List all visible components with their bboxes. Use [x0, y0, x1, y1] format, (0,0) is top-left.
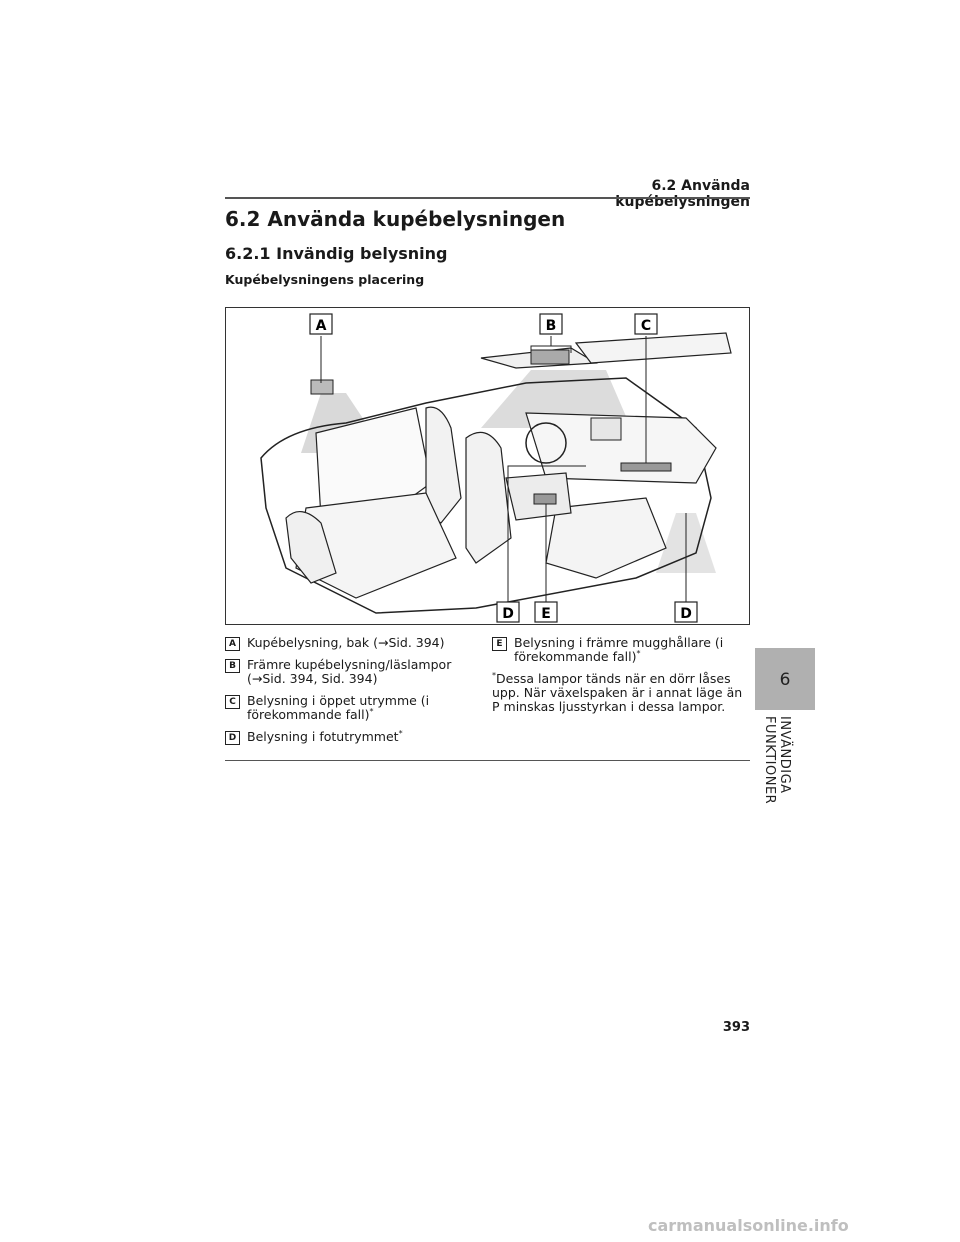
legend-right: E Belysning i främre mugghållare (i före…	[492, 636, 752, 714]
legend-badge: B	[225, 659, 240, 673]
footnote-text: Dessa lampor tänds när en dörr låses upp…	[492, 671, 743, 714]
callout-d-left: D	[502, 606, 514, 622]
bottom-divider	[225, 760, 750, 761]
legend-left: A Kupébelysning, bak (→Sid. 394) B Främr…	[225, 636, 475, 752]
driver-seat-back	[425, 406, 462, 524]
legend-text: Belysning i fotutrymmet	[247, 729, 399, 744]
legend-badge: D	[225, 731, 240, 745]
chapter-label: INVÄNDIGA FUNKTIONER	[762, 716, 792, 805]
watermark: carmanualsonline.info	[648, 1216, 849, 1235]
footnote: *Dessa lampor tänds när en dörr låses up…	[492, 670, 752, 714]
callout-c: C	[641, 318, 651, 334]
figure-heading: Kupébelysningens placering	[225, 272, 425, 287]
car-interior-illustration: A B C D E D	[260, 313, 732, 623]
section-title: 6.2 Använda kupébelysningen	[225, 207, 566, 231]
asterisk: *	[636, 648, 641, 658]
sun-visor	[574, 332, 732, 364]
legend-item-d: D Belysning i fotutrymmet*	[225, 728, 475, 745]
page-number: 393	[722, 1020, 750, 1035]
car-body-outline	[260, 377, 712, 614]
subsection-title: 6.2.1 Invändig belysning	[225, 244, 448, 263]
steering-wheel	[525, 422, 567, 464]
cupholder-lamp	[533, 493, 557, 505]
callout-a: A	[316, 318, 327, 334]
legend-badge: E	[492, 637, 507, 651]
chapter-number: 6	[779, 670, 791, 690]
callout-e: E	[541, 606, 551, 622]
running-header: 6.2 Använda kupébelysningen	[615, 178, 750, 210]
legend-item-a: A Kupébelysning, bak (→Sid. 394)	[225, 635, 475, 651]
front-lamp	[530, 349, 570, 365]
callout-b: B	[546, 318, 557, 334]
legend-text: Belysning i främre mugghållare (i föreko…	[514, 635, 724, 664]
asterisk: *	[369, 706, 374, 716]
chapter-tab	[755, 648, 815, 710]
legend-item-e: E Belysning i främre mugghållare (i före…	[492, 636, 752, 664]
asterisk: *	[398, 728, 403, 738]
legend-badge: C	[225, 695, 240, 709]
open-tray-lamp	[620, 462, 672, 472]
footnote-asterisk: *	[492, 670, 496, 680]
front-seat-cushion	[545, 497, 667, 579]
legend-badge: A	[225, 637, 240, 651]
passenger-seat-back	[465, 431, 512, 564]
legend-text: Främre kupébelysning/läslampor (→Sid. 39…	[247, 657, 452, 686]
legend-item-b: B Främre kupébelysning/läslampor (→Sid. …	[225, 658, 475, 686]
rear-seat-back	[285, 511, 337, 584]
rear-lamp	[310, 379, 334, 395]
legend-text: Belysning i öppet utrymme (i förekommand…	[247, 693, 430, 722]
header-divider	[225, 197, 750, 199]
interior-lighting-figure: A B C D E D	[225, 307, 750, 625]
legend-text: Kupébelysning, bak (→Sid. 394)	[247, 635, 445, 650]
center-display	[590, 417, 622, 441]
callout-d-right: D	[680, 606, 692, 622]
legend-item-c: C Belysning i öppet utrymme (i förekomma…	[225, 694, 475, 722]
